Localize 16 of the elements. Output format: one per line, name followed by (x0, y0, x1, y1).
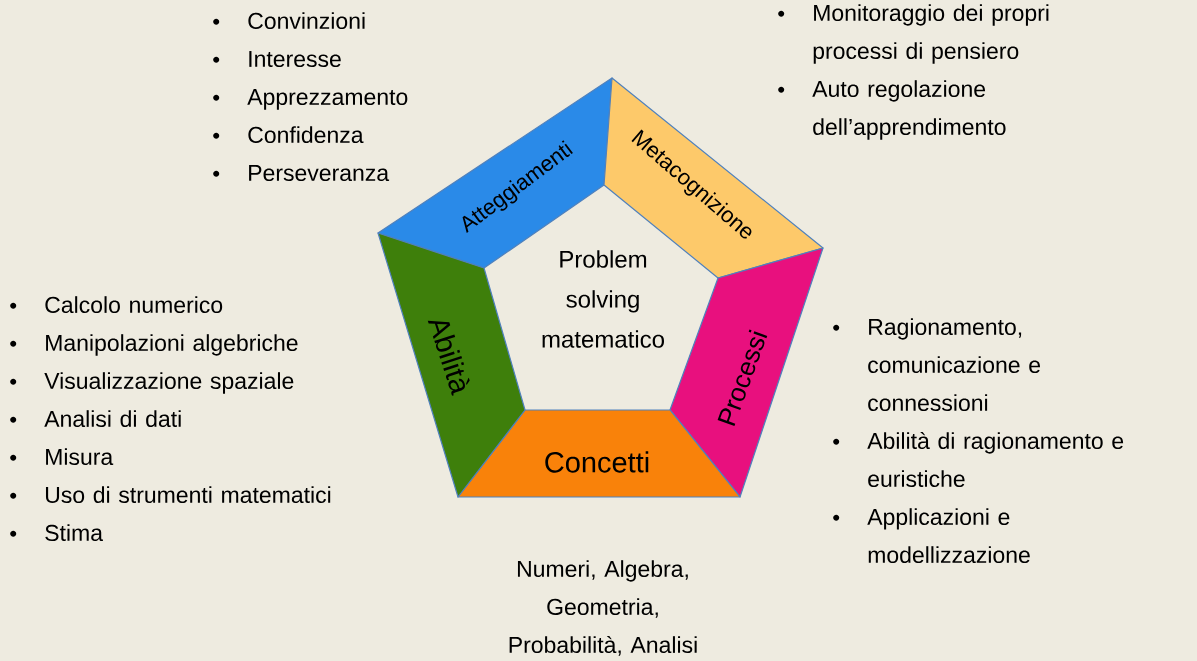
bullet-item: Analisi di dati (10, 410, 181, 428)
bullet-item: Stima (10, 524, 103, 542)
bullet-item: Uso di strumenti matematici (10, 486, 331, 504)
bullet-item: Manipolazioni algebriche (10, 334, 298, 356)
bullet-item: Interesse (213, 51, 341, 68)
bullet-item: Misura (10, 448, 114, 466)
pentagon-segment: Abilità (377, 232, 526, 498)
bullet-item: Convinzioni (213, 12, 365, 30)
bullet-item: Visualizzazione spaziale (10, 372, 294, 394)
bullet-item: Confidenza (213, 126, 364, 144)
bullet-item: Abilità di ragionamento e euristiche (833, 431, 1124, 488)
bullet-item: Ragionamento, comunicazione e connessioni (833, 318, 1040, 412)
bullet-item: Calcolo numerico (10, 296, 223, 314)
caption-text: Numeri, Algebra, Geometria, Probabilità, Analisi (509, 560, 697, 656)
bullet-item: Monitoraggio dei propri processi di pensiero (778, 4, 1049, 64)
bullet-item: Applicazioni e modellizzazione (833, 508, 1030, 564)
